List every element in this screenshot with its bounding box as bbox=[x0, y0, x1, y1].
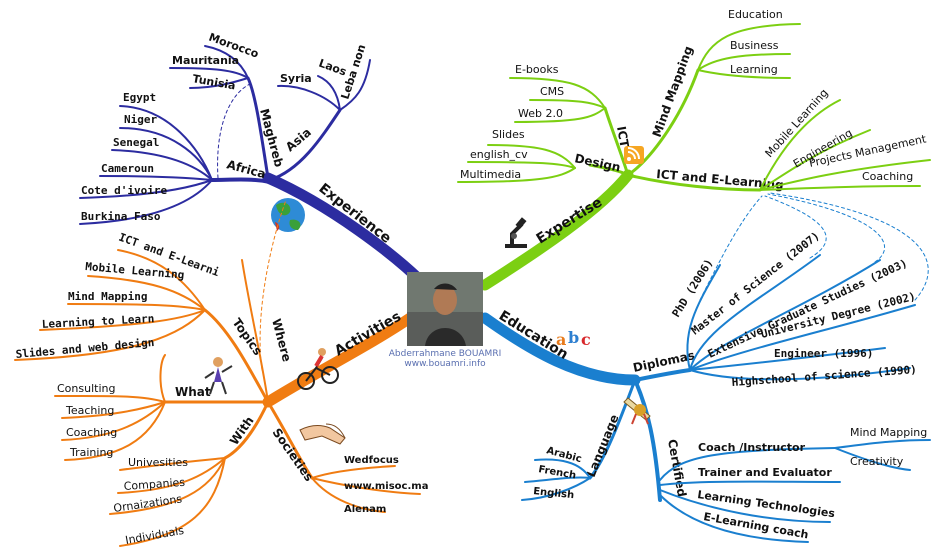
abc-icon: a b c bbox=[556, 328, 591, 349]
expertise-label: Expertise bbox=[534, 194, 606, 247]
svg-text:b: b bbox=[568, 328, 579, 347]
africa-country: Burkina Faso bbox=[81, 210, 161, 223]
mind-mapping-item: Learning bbox=[730, 63, 778, 76]
design-item: Slides bbox=[492, 128, 525, 141]
globe-icon bbox=[271, 198, 305, 232]
mind-mapping-item: Education bbox=[728, 8, 783, 21]
topic-item: Slides and web design bbox=[15, 336, 155, 361]
center-node: Abderrahmane BOUAMRI www.bouamri.info bbox=[389, 272, 501, 369]
diploma-item: Highschool of science (1990) bbox=[731, 363, 917, 389]
mind-mapping-item: Business bbox=[730, 39, 779, 52]
what-item: Teaching bbox=[65, 404, 114, 417]
language-item: English bbox=[533, 486, 575, 501]
activities-main-line bbox=[262, 312, 416, 408]
diploma-scroll-icon bbox=[623, 397, 651, 425]
asia-country: Laos bbox=[317, 57, 349, 79]
diploma-item: Engineer (1996) bbox=[774, 347, 873, 360]
africa-label: Africa bbox=[225, 157, 267, 181]
what-label: What bbox=[175, 385, 211, 399]
design-label: Design bbox=[573, 151, 621, 174]
microscope-icon bbox=[505, 217, 527, 248]
avatar bbox=[433, 285, 457, 315]
svg-text:c: c bbox=[581, 330, 591, 349]
what-item: Training bbox=[69, 446, 113, 459]
design-item: english_cv bbox=[470, 148, 528, 161]
what-item: Coaching bbox=[66, 426, 117, 439]
handshake-icon bbox=[299, 423, 346, 445]
ict-label: ICT bbox=[614, 125, 632, 149]
where-label: Where bbox=[269, 317, 294, 363]
rss-icon bbox=[624, 146, 644, 164]
coach-item: Mind Mapping bbox=[850, 426, 927, 439]
topic-item: Learning to Learn bbox=[41, 312, 154, 331]
certified-coach: Coach /Instructor bbox=[698, 441, 806, 454]
certified-label: Certified bbox=[665, 438, 689, 498]
coach-item: Creativity bbox=[850, 455, 904, 468]
asia-country: Syria bbox=[280, 72, 312, 85]
topic-item: Mobile Learning bbox=[85, 260, 185, 282]
activities-branch: Activities Where Topics ICT and E-Learni… bbox=[14, 199, 428, 547]
topic-item: Mind Mapping bbox=[68, 290, 147, 303]
cyclist-icon bbox=[297, 348, 339, 390]
diploma-item: PhD (2006) bbox=[670, 257, 716, 320]
expertise-branch: Expertise ICT E-books CMS Web 2.0 Design… bbox=[457, 8, 931, 291]
society-item: Alenam bbox=[344, 504, 386, 515]
maghreb-country: Mauritania bbox=[172, 54, 239, 67]
what-item: Consulting bbox=[57, 382, 115, 395]
with-item: Ornaizations bbox=[113, 492, 183, 515]
africa-country: Egypt bbox=[123, 91, 156, 104]
ict-item: CMS bbox=[540, 85, 564, 98]
ict-item: Web 2.0 bbox=[518, 107, 563, 120]
society-item: Wedfocus bbox=[344, 455, 399, 466]
design-item: Multimedia bbox=[460, 168, 521, 181]
ict-item: E-books bbox=[515, 63, 559, 76]
svg-text:a: a bbox=[556, 330, 566, 349]
person-icon bbox=[204, 357, 233, 395]
topics-label: Topics bbox=[230, 316, 265, 358]
with-item: Individuals bbox=[124, 524, 185, 547]
education-main-line bbox=[479, 312, 641, 386]
africa-country: Cote d'ivoire bbox=[81, 184, 167, 197]
africa-country: Cameroun bbox=[101, 162, 154, 175]
with-item: Univesities bbox=[128, 456, 188, 469]
expertise-main-line bbox=[479, 169, 634, 291]
africa-country: Niger bbox=[124, 113, 157, 126]
maghreb-country: Tunisia bbox=[191, 72, 236, 92]
center-name: Abderrahmane BOUAMRI bbox=[389, 349, 501, 359]
with-item: Companies bbox=[123, 476, 185, 493]
certified-item: Trainer and Evaluator bbox=[698, 466, 832, 479]
ict-elearning-item: Coaching bbox=[862, 170, 913, 183]
center-site[interactable]: www.bouamri.info bbox=[404, 359, 486, 369]
africa-country: Senegal bbox=[113, 136, 159, 149]
society-item: www.misoc.ma bbox=[344, 481, 428, 492]
language-label: Language bbox=[584, 412, 622, 479]
